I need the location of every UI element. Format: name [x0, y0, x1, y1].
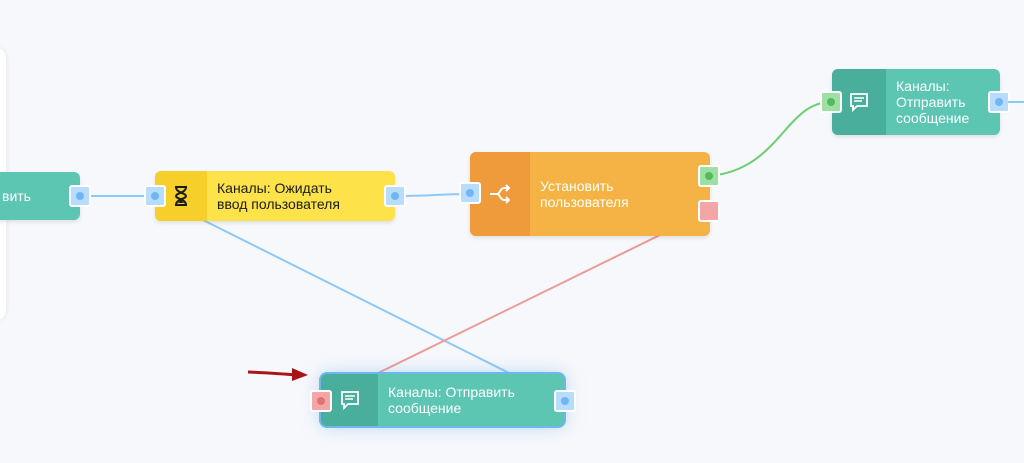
output-port[interactable]: [988, 91, 1010, 113]
node-send-message-top[interactable]: Каналы: Отправить сообщение: [832, 69, 1000, 135]
output-port[interactable]: [384, 185, 406, 207]
output-port[interactable]: [69, 185, 91, 207]
input-port[interactable]: [820, 91, 842, 113]
node-send-message-bottom[interactable]: Каналы: Отправить сообщение: [321, 374, 564, 426]
hourglass-icon: [174, 186, 188, 206]
node-label: Каналы: Отправить сообщение: [896, 78, 970, 126]
node-label: Каналы: Отправить сообщение: [388, 384, 515, 416]
link-wait-to-bottom-send: [154, 195, 566, 402]
chat-bubble-icon: [850, 93, 868, 112]
node-partial-left[interactable]: вить: [0, 172, 80, 220]
node-label: вить: [2, 188, 31, 204]
failure-port[interactable]: [698, 200, 720, 222]
link-fail-to-bottom-send: [320, 210, 710, 402]
success-port[interactable]: [698, 165, 720, 187]
node-label: Каналы: Ожидать ввод пользователя: [217, 180, 340, 212]
input-port[interactable]: [459, 182, 481, 204]
input-port[interactable]: [310, 390, 332, 412]
link-out-right: [1008, 101, 1024, 103]
node-label: Установить пользователя: [540, 178, 629, 210]
input-port[interactable]: [144, 185, 166, 207]
node-set-user[interactable]: Установить пользователя: [470, 152, 710, 236]
red-arrow-icon: [248, 368, 308, 381]
chat-bubble-icon: [340, 391, 359, 410]
node-wait-input[interactable]: Каналы: Ожидать ввод пользователя: [155, 171, 395, 221]
branch-arrows-icon: [490, 184, 511, 204]
output-port[interactable]: [554, 390, 576, 412]
link-success-to-top-send: [708, 101, 832, 177]
